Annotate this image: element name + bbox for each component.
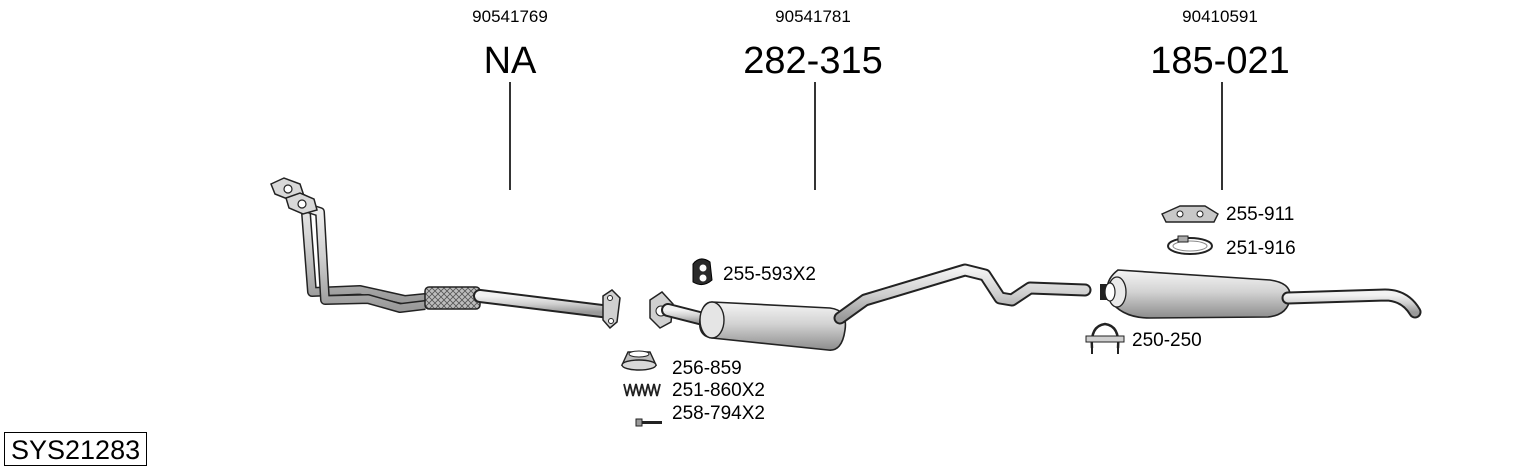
label-bolt: 258-794X2 bbox=[672, 403, 765, 424]
rear-silencer-illustration bbox=[1100, 269, 1422, 319]
oem-number-middle: 90541781 bbox=[775, 7, 851, 26]
label-rear-clamp: 251-916 bbox=[1226, 238, 1296, 259]
u-clamp-icon bbox=[1085, 322, 1125, 354]
rear-clamp-icon bbox=[1167, 235, 1213, 255]
part-number-middle: 282-315 bbox=[743, 40, 883, 82]
label-gasket-ring: 256-859 bbox=[672, 358, 742, 379]
label-mount-rubber: 255-593X2 bbox=[723, 264, 816, 285]
label-rear-hanger: 255-911 bbox=[1226, 204, 1295, 225]
middle-silencer-illustration bbox=[649, 263, 1092, 351]
system-code-label: SYS21283 bbox=[4, 432, 148, 466]
part-number-front: NA bbox=[483, 40, 537, 82]
oem-number-front: 90541769 bbox=[472, 7, 548, 26]
gasket-ring-icon bbox=[620, 350, 658, 371]
rear-hanger-icon bbox=[1161, 205, 1219, 223]
oem-number-rear: 90410591 bbox=[1182, 7, 1258, 26]
label-spring: 251-860X2 bbox=[672, 380, 765, 401]
rubber-mount-icon bbox=[692, 258, 713, 286]
front-pipe-illustration bbox=[270, 177, 621, 330]
bolt-icon bbox=[635, 418, 662, 427]
part-number-rear: 185-021 bbox=[1150, 40, 1290, 82]
label-u-clamp: 250-250 bbox=[1132, 330, 1202, 351]
spring-icon bbox=[623, 383, 661, 397]
